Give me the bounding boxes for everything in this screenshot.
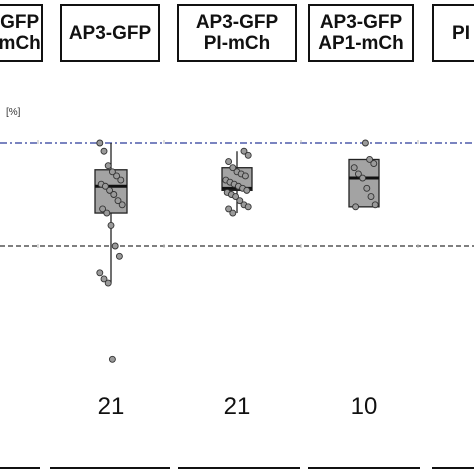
panel-header-line: AP3-GFP bbox=[319, 12, 403, 33]
data-point bbox=[100, 275, 108, 283]
data-point bbox=[225, 158, 233, 165]
data-point bbox=[350, 164, 358, 172]
sample-count: 21 bbox=[223, 393, 251, 420]
data-point bbox=[113, 172, 121, 180]
data-point bbox=[225, 205, 233, 213]
data-point bbox=[96, 269, 104, 277]
y-axis-label-fragment: [%] bbox=[6, 107, 21, 118]
data-point bbox=[240, 147, 248, 155]
panel-header-line: PI bbox=[452, 22, 470, 44]
data-point bbox=[354, 170, 362, 178]
data-point bbox=[361, 139, 369, 147]
data-point bbox=[236, 197, 244, 205]
data-point bbox=[96, 139, 104, 147]
data-point bbox=[118, 201, 126, 209]
data-point bbox=[100, 147, 108, 155]
data-point bbox=[371, 201, 379, 209]
data-point bbox=[110, 191, 118, 198]
data-point bbox=[111, 242, 119, 250]
data-point bbox=[117, 176, 125, 184]
data-point bbox=[363, 184, 371, 192]
data-point bbox=[359, 174, 367, 182]
data-point bbox=[366, 156, 374, 163]
sample-count: 21 bbox=[97, 393, 125, 420]
data-point bbox=[114, 197, 122, 205]
data-point bbox=[103, 209, 111, 217]
panel-header-line: AP1-mCh bbox=[318, 33, 404, 54]
data-point bbox=[101, 182, 109, 190]
panel-header-0: -GFP-mCh bbox=[0, 4, 43, 62]
data-point bbox=[229, 209, 237, 217]
data-point bbox=[229, 164, 237, 172]
sample-count: 10 bbox=[350, 393, 378, 420]
data-point bbox=[108, 168, 116, 176]
data-point bbox=[243, 186, 251, 194]
data-point bbox=[104, 279, 112, 287]
data-point bbox=[244, 203, 252, 211]
data-point bbox=[232, 193, 240, 201]
panel-header-line: AP3-GFP bbox=[68, 22, 152, 44]
data-point bbox=[352, 203, 360, 211]
data-point bbox=[99, 205, 107, 213]
data-point bbox=[367, 193, 375, 201]
panel-header-line: PI-mCh bbox=[203, 33, 271, 54]
data-point bbox=[108, 355, 116, 363]
data-point bbox=[241, 172, 249, 180]
data-point bbox=[106, 186, 114, 194]
data-point bbox=[104, 162, 112, 170]
panel-header-4: PI bbox=[432, 4, 474, 62]
data-point bbox=[244, 151, 252, 159]
data-point bbox=[107, 221, 115, 229]
panel-header-line: -GFP bbox=[0, 12, 40, 33]
data-point bbox=[115, 252, 123, 260]
panel-header-line: AP3-GFP bbox=[195, 12, 279, 33]
panel-header-line: -mCh bbox=[0, 33, 41, 54]
data-point bbox=[370, 160, 378, 168]
panel-header-1: AP3-GFP bbox=[60, 4, 160, 62]
